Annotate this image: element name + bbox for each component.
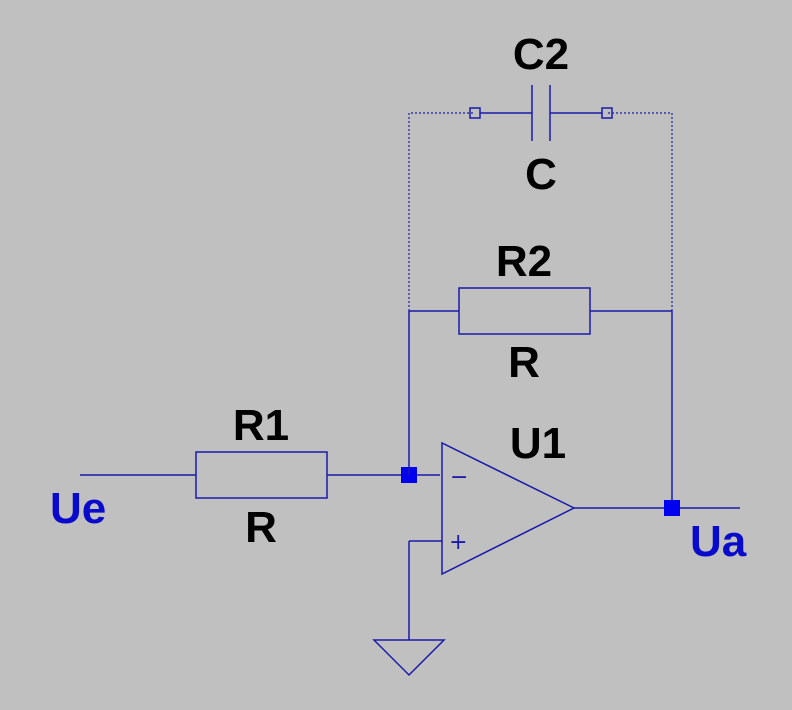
r1-ref-label: R1: [233, 401, 289, 450]
c2-ref-label: C2: [513, 30, 569, 79]
junction-output: [664, 500, 680, 516]
r1-value-label: R: [245, 503, 277, 552]
opamp-inverting-sign: −: [450, 465, 468, 490]
wire-c2-left-dotted: [408, 112, 475, 311]
r2-ref-label: R2: [496, 237, 552, 286]
c2-value-label: C: [525, 150, 557, 199]
net-label-output: Ua: [690, 517, 747, 566]
r2-value-label: R: [508, 338, 540, 387]
wire-c2-right-dotted: [607, 112, 673, 311]
ground-icon: [372, 639, 446, 677]
resistor-r1[interactable]: [195, 451, 328, 499]
pin-c2-right[interactable]: [601, 107, 613, 119]
u1-ref-label: U1: [510, 419, 566, 468]
opamp-u1[interactable]: [441, 441, 576, 576]
opamp-noninverting-sign: +: [449, 530, 467, 555]
capacitor-c2[interactable]: [531, 85, 551, 141]
resistor-r2[interactable]: [458, 287, 591, 335]
net-label-input: Ue: [50, 484, 106, 533]
